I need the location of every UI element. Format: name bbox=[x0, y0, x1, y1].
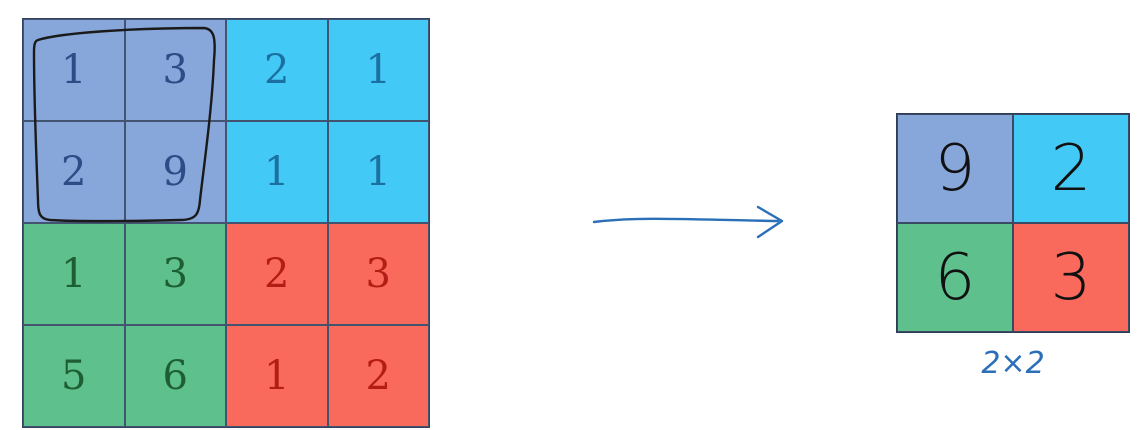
input-cell-r3c3: 2 bbox=[327, 325, 429, 427]
input-cell-r1c0: 2 bbox=[23, 121, 125, 223]
input-cell-r2c2: 2 bbox=[226, 223, 328, 325]
input-cell-r3c2: 1 bbox=[226, 325, 328, 427]
arrow-head bbox=[756, 205, 784, 239]
input-cell-r2c0: 1 bbox=[23, 223, 125, 325]
input-matrix: 1 3 2 1 2 9 1 1 1 3 2 3 5 6 1 2 bbox=[22, 18, 430, 428]
input-cell-r0c0: 1 bbox=[23, 19, 125, 121]
input-cell-r2c3: 3 bbox=[327, 223, 429, 325]
input-cell-r3c0: 5 bbox=[23, 325, 125, 427]
output-matrix: 9 2 6 3 bbox=[896, 113, 1130, 333]
input-cell-r0c2: 2 bbox=[226, 19, 328, 121]
output-cell-r1c0: 6 bbox=[897, 223, 1013, 332]
input-cell-r0c1: 3 bbox=[124, 19, 226, 121]
input-cell-r2c1: 3 bbox=[124, 223, 226, 325]
output-cell-r0c1: 2 bbox=[1013, 114, 1129, 223]
output-cell-r0c0: 9 bbox=[897, 114, 1013, 223]
input-cell-r3c1: 6 bbox=[124, 325, 226, 427]
output-cell-r1c1: 3 bbox=[1013, 223, 1129, 332]
input-cell-r1c3: 1 bbox=[327, 121, 429, 223]
input-cell-r1c1: 9 bbox=[124, 121, 226, 223]
arrow-shaft bbox=[592, 217, 780, 224]
output-size-label: 2×2 bbox=[981, 346, 1045, 381]
input-cell-r0c3: 1 bbox=[327, 19, 429, 121]
input-cell-r1c2: 1 bbox=[226, 121, 328, 223]
